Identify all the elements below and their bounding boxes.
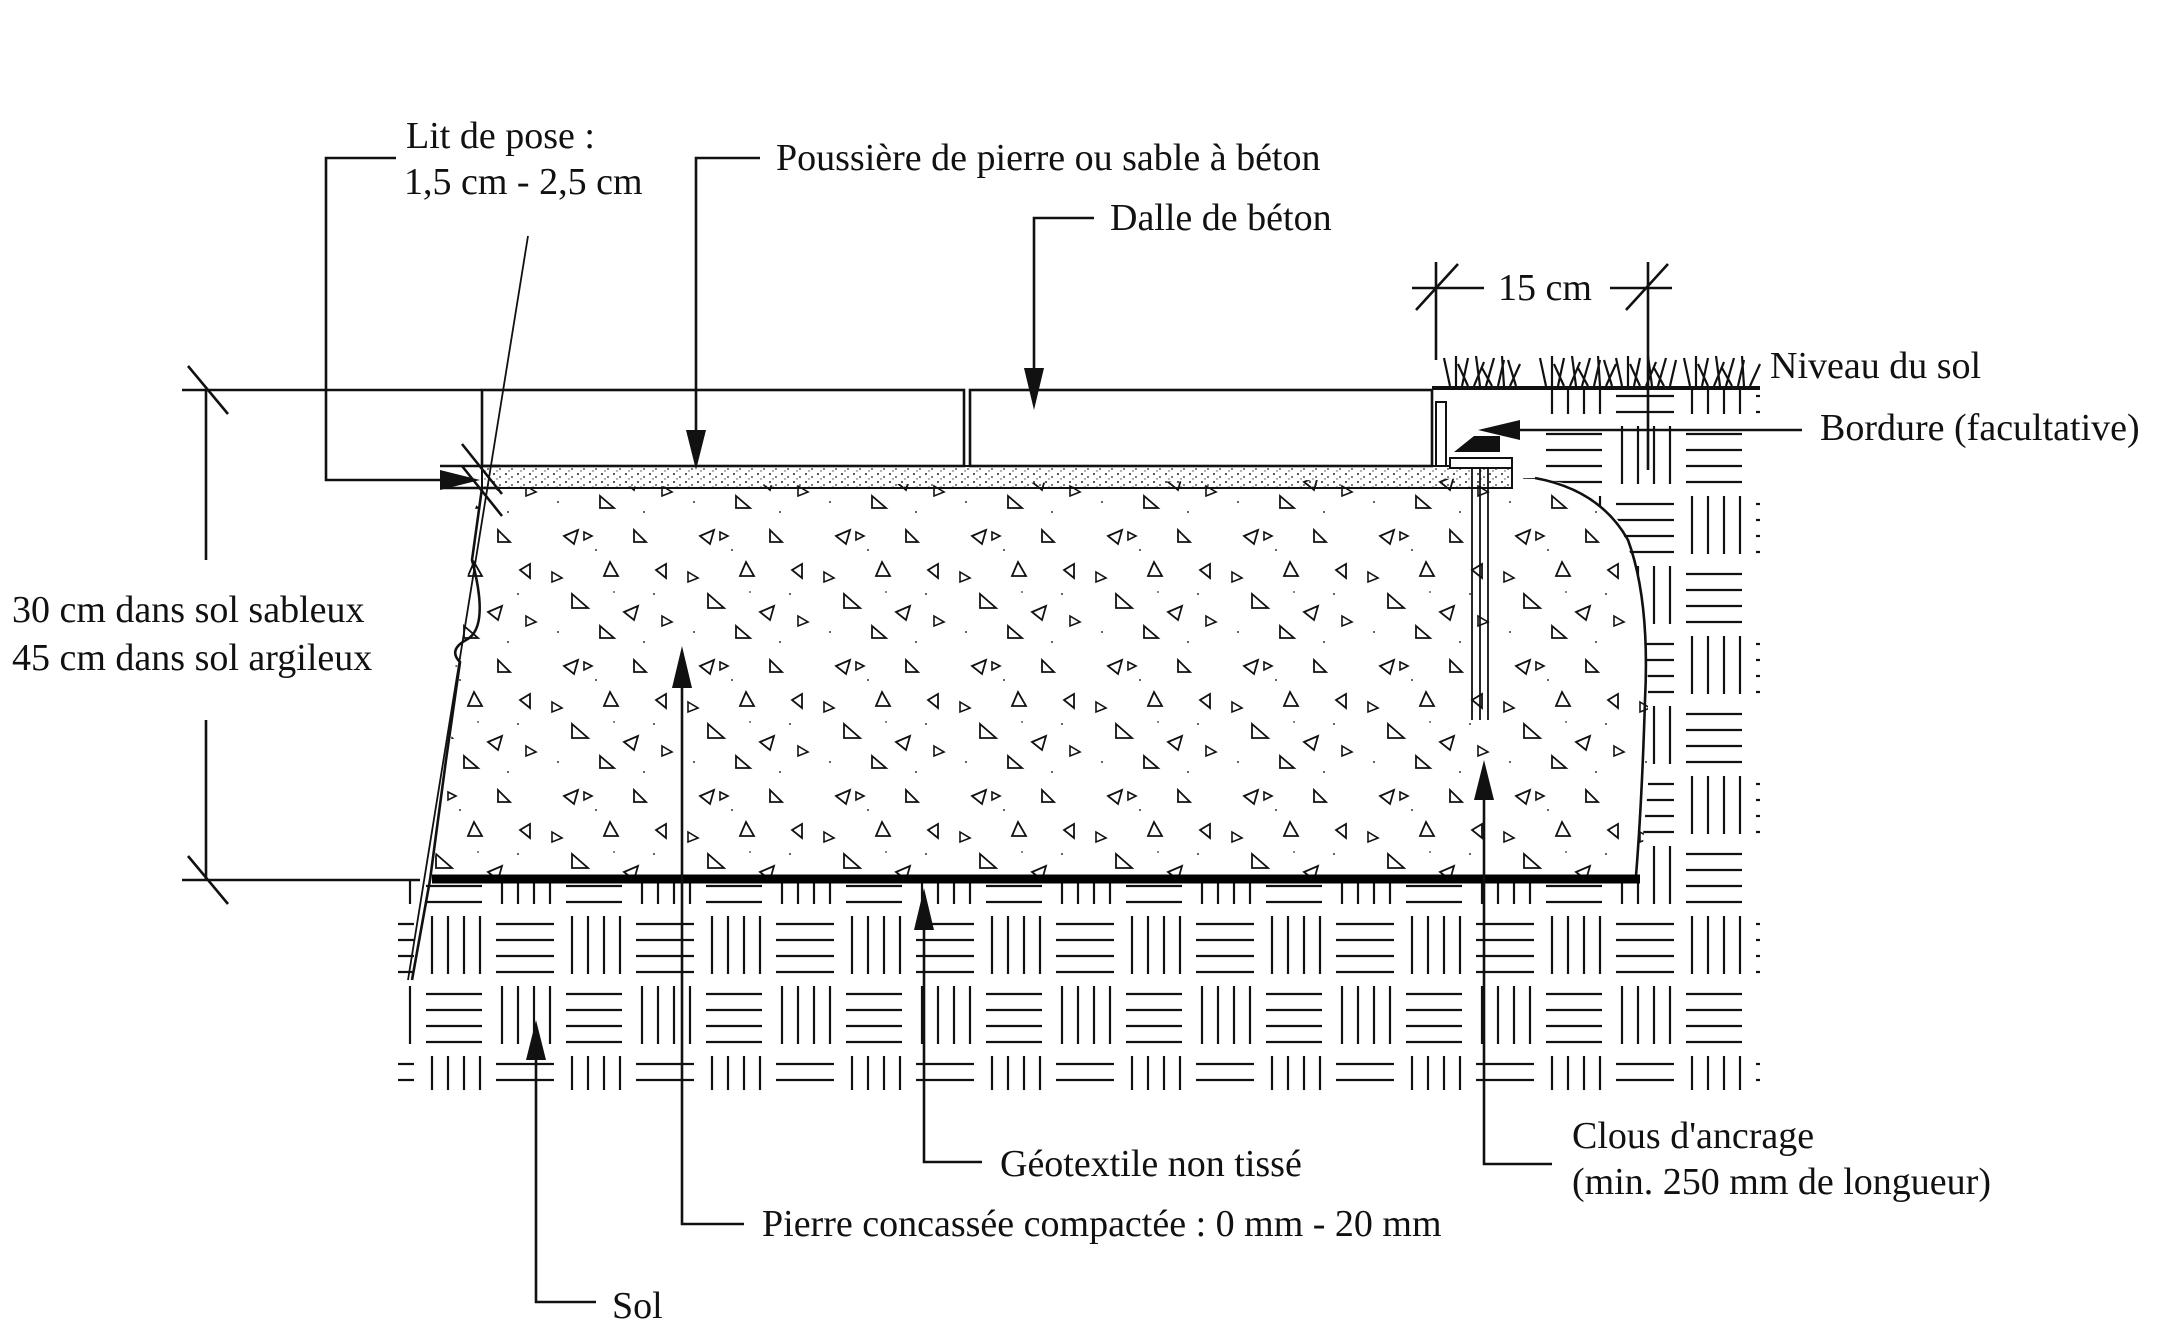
sand-bed — [481, 465, 1513, 489]
depth-label-clay: 45 cm dans sol argileux — [12, 637, 372, 679]
arrowhead-icon — [440, 470, 480, 490]
crushed-stone-label: Pierre concassée compactée : 0 mm - 20 m… — [762, 1203, 1442, 1245]
bedding-label-thickness: 1,5 cm - 2,5 cm — [404, 161, 643, 203]
crushed-stone-leader — [672, 646, 744, 1226]
edge-width-label: 15 cm — [1498, 267, 1592, 309]
arrowhead-icon — [1474, 760, 1494, 800]
soil-right-edge — [1535, 390, 1760, 1090]
edge-restraint-profile — [1454, 436, 1500, 452]
grass-tuft-icon — [1442, 355, 1762, 387]
geotextile-leader — [914, 888, 982, 1164]
depth-dimension — [182, 365, 482, 905]
arrowhead-icon — [1478, 420, 1520, 440]
excavation-right-edge — [1534, 476, 1648, 877]
soil-white-mask — [1640, 880, 1642, 882]
bedding-leader — [324, 156, 529, 981]
anchor-spike-label-title: Clous d'ancrage — [1572, 1115, 1814, 1157]
stone-dust-label: Poussière de pierre ou sable à béton — [776, 137, 1321, 179]
arrowhead-icon — [672, 646, 692, 688]
bedding-label-title: Lit de pose : — [406, 115, 595, 157]
edge-restraint-base — [1449, 457, 1513, 469]
edge-restraint-label: Bordure (facultative) — [1820, 407, 2140, 449]
edge-restraint-leader — [1478, 420, 1802, 440]
edge-width-dimension — [1412, 262, 1672, 470]
geotextile-label: Géotextile non tissé — [1000, 1143, 1302, 1185]
soil-label: Sol — [612, 1285, 663, 1327]
arrowhead-icon — [526, 1020, 546, 1060]
depth-label-sandy: 30 cm dans sol sableux — [12, 589, 365, 631]
stone-dust-leader — [686, 156, 760, 470]
ground-level-label: Niveau du sol — [1770, 345, 1981, 387]
soil-leader — [526, 1020, 596, 1304]
arrowhead-icon — [686, 430, 706, 470]
concrete-paver-right — [968, 388, 1434, 468]
arrowhead-icon — [914, 888, 934, 930]
anchor-spike-leader — [1474, 760, 1552, 1166]
concrete-slab-label: Dalle de béton — [1110, 197, 1332, 239]
concrete-slab-leader — [1024, 216, 1094, 410]
concrete-paver-left — [480, 388, 966, 468]
crushed-stone-base — [432, 478, 1648, 876]
soil-under-gravel — [398, 880, 1640, 1090]
edge-restraint-post — [1435, 401, 1447, 467]
anchor-spike-label-length: (min. 250 mm de longueur) — [1572, 1161, 1991, 1203]
arrowhead-icon — [1024, 368, 1044, 410]
